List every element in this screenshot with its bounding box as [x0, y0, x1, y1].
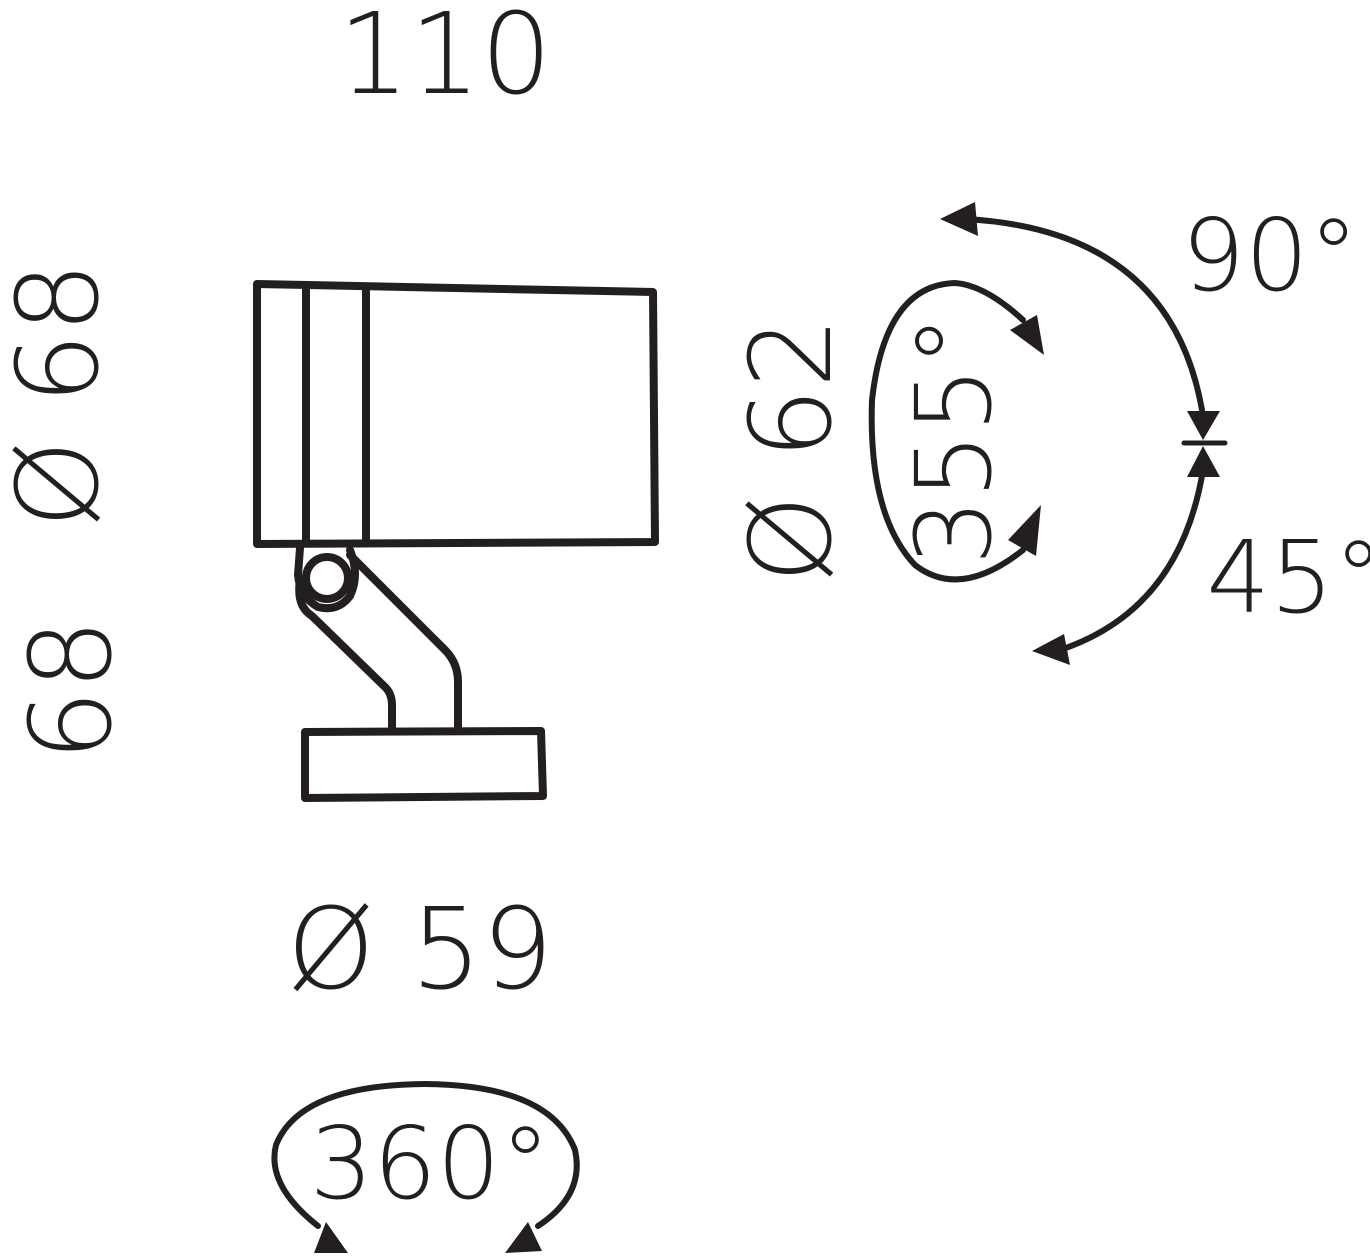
arrow-head-icon: [1010, 315, 1044, 355]
arrow-head-icon: [1187, 411, 1220, 440]
arrow-head-icon: [1032, 634, 1070, 665]
lamp-head: [253, 280, 659, 548]
arrow-head-icon: [314, 1222, 348, 1253]
arrow-head-icon: [940, 202, 978, 236]
head-rotation-indicator: 355°: [868, 280, 1044, 583]
diameter-left-label: Ø 68: [0, 262, 124, 528]
mounting-base: [301, 727, 547, 802]
rotation-head-label: 355°: [893, 315, 1015, 566]
arrow-head-icon: [1187, 446, 1220, 477]
pivot-joint: [294, 544, 359, 613]
base-rotation-indicator: 360°: [271, 1081, 580, 1253]
lamp-arm: [295, 551, 462, 734]
tilt-down-label: 45°: [1206, 519, 1370, 636]
diameter-head-label: Ø 62: [727, 317, 857, 583]
height-left-label: 68: [7, 619, 137, 762]
width-dimension-label: 110: [338, 0, 552, 120]
tilt-up-label: 90°: [1181, 197, 1358, 314]
rotation-base-label: 360°: [310, 1105, 551, 1222]
diameter-base-label: Ø 59: [287, 885, 553, 1015]
tilt-indicator: 90° 45°: [940, 197, 1370, 665]
arrow-head-icon: [1008, 505, 1041, 556]
arrow-head-icon: [505, 1222, 542, 1253]
